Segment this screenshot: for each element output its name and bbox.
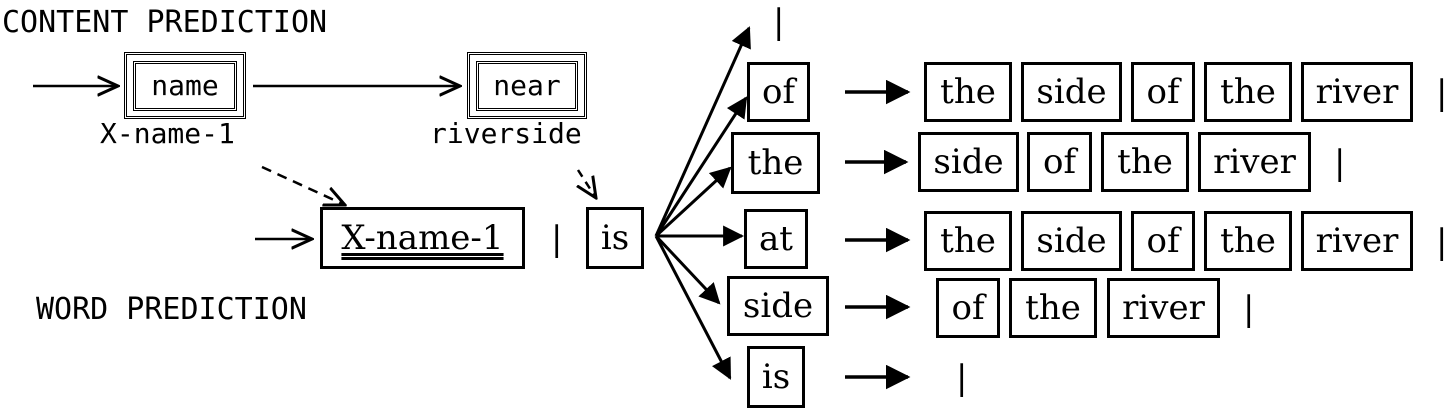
continuation-token-text: river (1315, 72, 1399, 112)
continuation-token-text: river (1122, 288, 1205, 328)
continuation-eos: | (1436, 73, 1448, 113)
continuation-token: of (936, 278, 1000, 338)
continuation-token-text: of (951, 288, 985, 328)
continuation-token: river (1198, 132, 1311, 192)
continuation-token: of (1131, 62, 1195, 122)
word-prediction-label: WORD PREDICTION (36, 292, 307, 327)
branch-arrow-side (654, 234, 721, 305)
branch-arrow-eos (654, 26, 751, 237)
slot-box-name-inner: name (133, 60, 237, 111)
continuation-token: the (1204, 211, 1292, 271)
branch-arrow-of (654, 96, 748, 237)
continuation-token: side (918, 132, 1019, 192)
prefix-token-is-text: is (600, 218, 630, 258)
slot-box-near-inner: near (476, 60, 578, 111)
continuation-token-text: the (1220, 72, 1276, 112)
branch-token-the: the (731, 132, 820, 194)
branch-eos-marker: | (773, 2, 785, 42)
branch-arrow-is (654, 235, 732, 380)
branch-token-of: of (747, 62, 810, 122)
continuation-token: the (924, 211, 1012, 271)
branch-token-of-text: of (761, 72, 796, 112)
slot-attribute-name: name (151, 69, 219, 102)
branch-token-is: is (747, 346, 805, 408)
continuation-token: side (1021, 211, 1122, 271)
continuation-token: of (1027, 132, 1092, 192)
continuation-token-text: the (1220, 221, 1276, 261)
continuation-token: the (1204, 62, 1292, 122)
continuation-token-text: the (1025, 288, 1081, 328)
continuation-eos: | (956, 358, 968, 398)
continuation-token: of (1131, 211, 1195, 271)
prefix-token-is: is (586, 207, 644, 269)
content-prediction-label: CONTENT PREDICTION (2, 5, 328, 40)
continuation-token: river (1301, 211, 1413, 271)
continuation-token-text: of (1042, 142, 1077, 182)
dashed-arrow-name (261, 165, 345, 205)
continuation-token-text: river (1213, 142, 1296, 182)
continuation-token: river (1301, 62, 1413, 122)
branch-token-is-text: is (761, 357, 791, 397)
continuation-token-text: of (1146, 72, 1180, 112)
continuation-token-text: river (1315, 221, 1399, 261)
prefix-token-placeholder: X-name-1 (320, 207, 525, 269)
slot-box-name: name (124, 52, 246, 119)
branch-token-side: side (727, 276, 829, 336)
prefix-token-placeholder-text: X-name-1 (341, 218, 504, 258)
continuation-token-text: of (1146, 221, 1180, 261)
branch-token-the-text: the (747, 143, 804, 183)
continuation-token-text: side (933, 142, 1004, 182)
branch-token-at: at (744, 209, 808, 269)
continuation-token: the (1009, 278, 1097, 338)
slot-attribute-near: near (493, 69, 561, 102)
continuation-eos: | (1334, 143, 1346, 183)
continuation-token-text: side (1036, 72, 1107, 112)
slot-value-near: riverside (430, 117, 582, 150)
continuation-token: river (1107, 278, 1220, 338)
continuation-token-text: the (940, 221, 996, 261)
continuation-eos: | (1436, 222, 1448, 262)
continuation-token-text: the (1117, 142, 1173, 182)
continuation-token: the (1101, 132, 1189, 192)
branch-arrow-the (654, 166, 732, 238)
continuation-token-text: the (940, 72, 996, 112)
continuation-token: side (1021, 62, 1122, 122)
continuation-token-text: side (1036, 221, 1107, 261)
continuation-eos: | (1243, 289, 1255, 329)
slot-value-name: X-name-1 (100, 117, 235, 150)
branch-token-at-text: at (759, 219, 793, 259)
slot-box-near: near (467, 52, 587, 119)
branch-token-side-text: side (742, 286, 814, 326)
dashed-arrow-near (578, 169, 596, 198)
prefix-separator: | (551, 219, 563, 259)
continuation-token: the (924, 62, 1012, 122)
